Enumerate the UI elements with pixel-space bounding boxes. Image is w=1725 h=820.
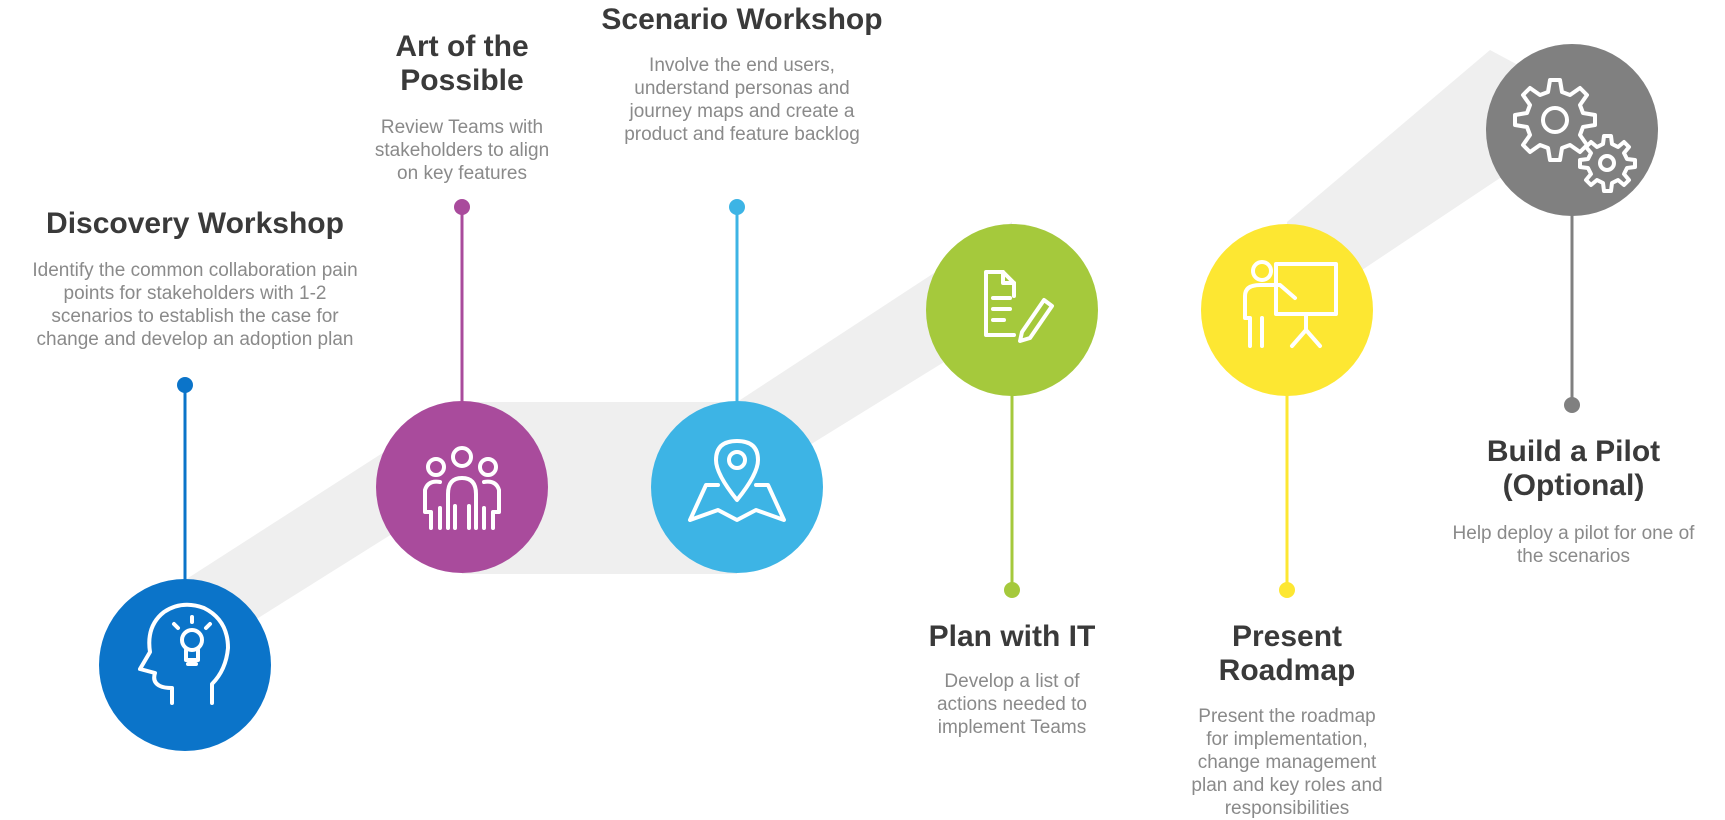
step-desc-art: Review Teams with stakeholders to align … [374,117,550,184]
step-circle-pilot [1486,44,1658,216]
connector-dot-art [454,199,470,215]
step-title-scenario: Scenario Workshop [601,3,883,36]
document-pencil-icon [984,270,1054,343]
step-desc-plan: Develop a list of actions needed to impl… [936,671,1087,738]
step-circle-art [376,401,548,573]
step-circle-plan [926,224,1098,396]
gears-icon [1513,78,1637,193]
people-group-icon [423,446,501,530]
connector-dot-roadmap [1279,582,1295,598]
presenter-board-icon [1243,260,1338,348]
step-desc-scenario: Involve the end users, understand person… [624,55,860,145]
step-circle-roadmap [1201,224,1373,396]
head-lightbulb-icon [138,602,230,705]
step-circle-discovery [99,579,271,751]
connector-dot-scenario [729,199,745,215]
step-circle-scenario [651,401,823,573]
map-pin-icon [688,439,786,522]
step-title-pilot: Build a Pilot (Optional) [1486,435,1661,502]
step-desc-pilot: Help deploy a pilot for one of the scena… [1452,523,1695,567]
step-title-art: Art of the Possible [395,30,529,97]
connector-dot-discovery [177,377,193,393]
step-title-discovery: Discovery Workshop [46,207,344,240]
connectors [177,199,1580,598]
connector-dot-plan [1004,582,1020,598]
step-desc-discovery: Identify the common collaboration pain p… [32,260,358,350]
step-title-plan: Plan with IT [928,620,1096,653]
connector-dot-pilot [1564,397,1580,413]
step-title-roadmap: Present Roadmap [1218,620,1356,687]
step-desc-roadmap: Present the roadmap for implementation, … [1191,706,1383,819]
